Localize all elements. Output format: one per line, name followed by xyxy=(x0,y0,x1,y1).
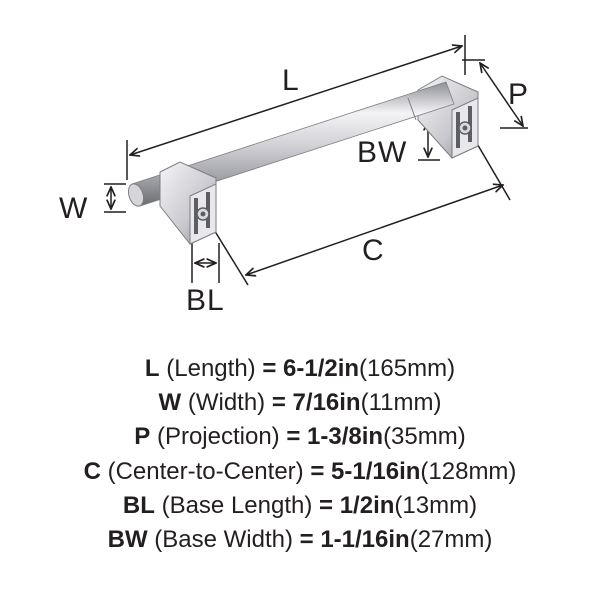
spec-row: C (Center-to-Center) = 5-1/16in(128mm) xyxy=(84,455,517,489)
spec-name: (Width) xyxy=(187,389,266,417)
spec-equals: = xyxy=(319,491,334,519)
spec-imperial-value: 1/2in xyxy=(339,491,395,519)
spec-row: BW (Base Width) = 1-1/16in(27mm) xyxy=(108,523,493,557)
spec-row: BL (Base Length) = 1/2in(13mm) xyxy=(123,489,477,523)
label-base-width: BW xyxy=(357,136,408,169)
dimension-line-projection xyxy=(462,59,528,129)
spec-metric-value: (13mm) xyxy=(394,491,478,519)
spec-imperial-value: 7/16in xyxy=(292,389,361,417)
spec-imperial-value: 1-3/8in xyxy=(307,423,384,451)
left-mounting-post xyxy=(159,161,217,245)
label-base-length: BL xyxy=(186,284,225,317)
right-mounting-post xyxy=(417,75,479,159)
spec-metric-value: (35mm) xyxy=(383,423,466,451)
spec-name: (Length) xyxy=(166,355,256,382)
spec-abbreviation: P xyxy=(134,423,151,451)
spec-metric-value: (11mm) xyxy=(360,389,442,417)
spec-row: L (Length) = 6-1/2in(165mm) xyxy=(145,352,455,386)
spec-abbreviation: BL xyxy=(122,491,155,519)
spec-imperial-value: 1-1/16in xyxy=(320,526,410,554)
handle-bar xyxy=(127,81,455,207)
spec-metric-value: (165mm) xyxy=(359,355,456,382)
spec-equals: = xyxy=(262,355,277,382)
spec-name: (Projection) xyxy=(156,423,280,451)
dimension-line-base-length xyxy=(191,243,220,283)
spec-imperial-value: 6-1/2in xyxy=(283,355,360,382)
handle-dimension-diagram: L P BW W C BL xyxy=(59,35,530,317)
spec-abbreviation: BW xyxy=(107,526,148,554)
spec-name: (Center-to-Center) xyxy=(107,457,304,485)
spec-abbreviation: C xyxy=(83,457,101,485)
handle-drawing xyxy=(104,35,528,286)
spec-equals: = xyxy=(310,457,325,485)
spec-metric-value: (27mm) xyxy=(409,526,493,554)
dimension-spec-list: L (Length) = 6-1/2in(165mm)W (Width) = 7… xyxy=(0,352,600,557)
label-length: L xyxy=(282,64,300,97)
label-width: W xyxy=(59,192,89,225)
label-projection: P xyxy=(508,78,530,111)
spec-name: (Base Width) xyxy=(154,526,293,554)
spec-imperial-value: 5-1/16in xyxy=(331,457,421,485)
spec-equals: = xyxy=(299,526,314,554)
spec-row: W (Width) = 7/16in(11mm) xyxy=(159,386,442,420)
dimension-line-width xyxy=(104,183,126,213)
spec-row: P (Projection) = 1-3/8in(35mm) xyxy=(134,420,465,454)
spec-metric-value: (128mm) xyxy=(420,457,517,485)
spec-equals: = xyxy=(286,423,301,451)
dimension-line-length xyxy=(126,35,466,180)
spec-abbreviation: L xyxy=(144,355,160,382)
spec-equals: = xyxy=(271,389,286,417)
spec-name: (Base Length) xyxy=(161,491,313,519)
label-center-to-center: C xyxy=(362,234,385,267)
spec-abbreviation: W xyxy=(158,389,182,417)
